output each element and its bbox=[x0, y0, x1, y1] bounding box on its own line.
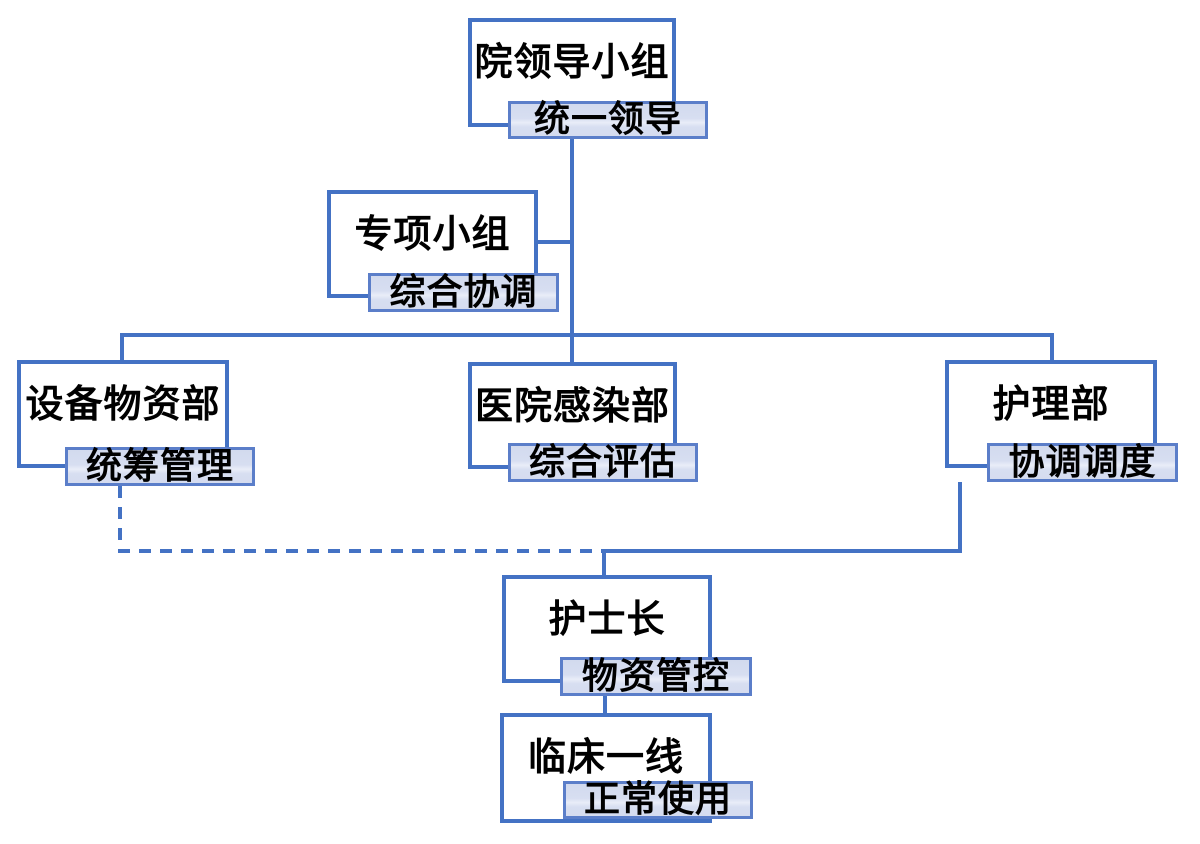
node-head-nurse-title: 护士长 bbox=[548, 597, 666, 641]
node-special-group-tag-text: 综合协调 bbox=[389, 271, 538, 313]
node-special-group-tag: 综合协调 bbox=[368, 273, 559, 312]
node-infection-dept-title: 医院感染部 bbox=[474, 384, 670, 428]
node-clinical-frontline-tag: 正常使用 bbox=[563, 781, 753, 819]
node-leader-group-title: 院领导小组 bbox=[474, 40, 670, 84]
node-clinical-frontline-tag-text: 正常使用 bbox=[583, 779, 732, 820]
node-nursing-dept-title: 护理部 bbox=[992, 382, 1110, 426]
node-equipment-dept-tag: 统筹管理 bbox=[65, 447, 255, 486]
node-leader-group-tag-text: 统一领导 bbox=[533, 99, 682, 140]
node-infection-dept-tag-text: 综合评估 bbox=[528, 441, 677, 483]
node-special-group-title: 专项小组 bbox=[354, 212, 511, 256]
edge-distribution-horizontal bbox=[120, 333, 1054, 337]
node-nursing-dept-tag-text: 协调调度 bbox=[1008, 441, 1157, 483]
edge-drop-head-nurse bbox=[602, 549, 606, 577]
edge-special-to-trunk bbox=[538, 240, 572, 244]
node-infection-dept-tag: 综合评估 bbox=[508, 443, 698, 482]
node-leader-group-tag: 统一领导 bbox=[508, 101, 708, 139]
edge-drop-infection bbox=[570, 337, 574, 364]
node-head-nurse-tag: 物资管控 bbox=[560, 657, 752, 696]
edge-equipment-dashed-vertical bbox=[118, 486, 122, 553]
edge-drop-nursing bbox=[1050, 337, 1054, 362]
node-nursing-dept-tag: 协调调度 bbox=[987, 443, 1178, 482]
edge-drop-equipment bbox=[120, 337, 124, 362]
node-clinical-frontline-title: 临床一线 bbox=[527, 735, 684, 779]
edge-equipment-dashed-horizontal bbox=[118, 549, 602, 553]
edge-nursing-horizontal bbox=[602, 549, 962, 553]
node-equipment-dept-tag-text: 统筹管理 bbox=[85, 445, 234, 487]
edge-nursing-vertical bbox=[958, 482, 962, 553]
node-head-nurse-tag-text: 物资管控 bbox=[581, 655, 730, 697]
edge-head-nurse-to-clinical bbox=[603, 694, 607, 715]
edge-leader-vertical bbox=[570, 139, 574, 335]
node-equipment-dept-title: 设备物资部 bbox=[25, 382, 221, 426]
